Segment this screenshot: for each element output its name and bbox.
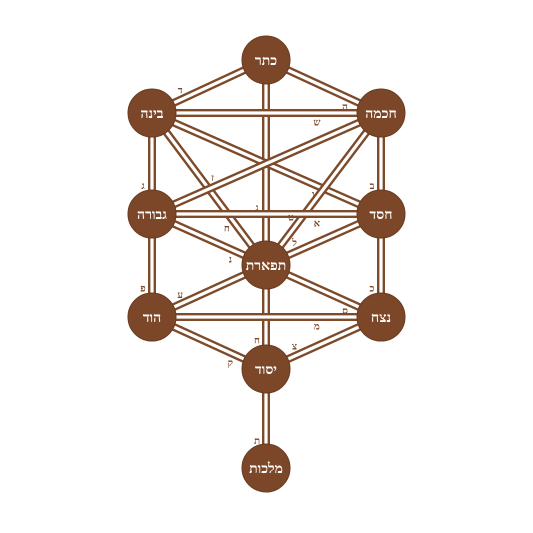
- sefira-rim: [127, 88, 177, 138]
- sefira-netzach: נצח: [356, 292, 406, 342]
- path-letter: ג: [255, 203, 259, 214]
- sefira-label: מלכות: [249, 461, 283, 477]
- sefira-disc: [357, 190, 405, 238]
- sefira-rim: [356, 292, 406, 342]
- path-letters-layer: ה ד ג ש ו ג ח ז ב ט א נ פ ל כ ע ס ח מ ק צ ת: [140, 85, 374, 446]
- sefira-disc: [357, 89, 405, 137]
- path-letter: מ: [314, 322, 320, 333]
- path-letter: ק: [228, 358, 233, 369]
- sefira-label: חכמה: [365, 106, 396, 122]
- path-letter: א: [314, 219, 321, 230]
- path-letter: ז: [211, 173, 214, 184]
- sefira-chesed: חסד: [356, 189, 406, 239]
- sefira-disc: [128, 89, 176, 137]
- path-letter: פ: [140, 284, 145, 295]
- sefira-disc: [128, 190, 176, 238]
- sefira-gevurah: גבורה: [127, 189, 177, 239]
- sefira-tiferet: תפארת: [241, 240, 291, 290]
- sefira-label: גבורה: [137, 207, 167, 223]
- sefira-rim: [356, 88, 406, 138]
- sefira-disc: [128, 293, 176, 341]
- sefira-label: הוד: [143, 310, 161, 326]
- sefira-disc: [242, 36, 290, 84]
- sefira-chokhmah: חכמה: [356, 88, 406, 138]
- path-chokhmah-gevurah: [150, 109, 383, 218]
- sefira-disc: [242, 444, 290, 492]
- sefira-keter: כתר: [241, 35, 291, 85]
- sefira-rim: [241, 240, 291, 290]
- path-letter: ג: [141, 181, 145, 192]
- path-letter: ע: [177, 290, 183, 301]
- sefira-label: חסד: [370, 207, 393, 223]
- sefira-rim: [127, 189, 177, 239]
- path-letter: ד: [178, 85, 183, 96]
- path-letter: כ: [370, 284, 375, 295]
- sefira-rim: [241, 35, 291, 85]
- path-letter: ב: [370, 181, 375, 192]
- sefira-disc: [242, 345, 290, 393]
- path-letter: נ: [229, 254, 232, 265]
- sefira-disc: [357, 293, 405, 341]
- path-chokhmah-tiferet: [262, 110, 385, 268]
- sefira-disc: [242, 241, 290, 289]
- sefira-label: תפארת: [246, 258, 287, 274]
- path-letter: צ: [292, 342, 297, 353]
- path-letter: ח: [224, 223, 230, 234]
- path-letter: ל: [291, 237, 297, 249]
- path-core: [151, 111, 382, 216]
- sefira-hod: הוד: [127, 292, 177, 342]
- sefira-yesod: יסוד: [241, 344, 291, 394]
- sefira-binah: בינה: [127, 88, 177, 138]
- sefira-rim: [127, 292, 177, 342]
- path-letter: ה: [342, 102, 348, 113]
- path-letter: ט: [288, 213, 294, 224]
- path-letter: ח: [254, 335, 260, 346]
- path-letter: ת: [254, 436, 260, 447]
- path-core: [264, 112, 383, 266]
- sefira-rim: [241, 443, 291, 493]
- sefira-rim: [356, 189, 406, 239]
- sefira-label: בינה: [140, 106, 163, 122]
- sefira-malkhut: מלכות: [241, 443, 291, 493]
- sefira-label: נצח: [371, 310, 391, 326]
- sefira-label: כתר: [255, 53, 277, 69]
- path-letter: ו: [312, 189, 315, 200]
- path-letter: ס: [342, 306, 348, 317]
- sefira-label: יסוד: [255, 362, 277, 378]
- sefira-rim: [241, 344, 291, 394]
- path-letter: ש: [313, 118, 320, 129]
